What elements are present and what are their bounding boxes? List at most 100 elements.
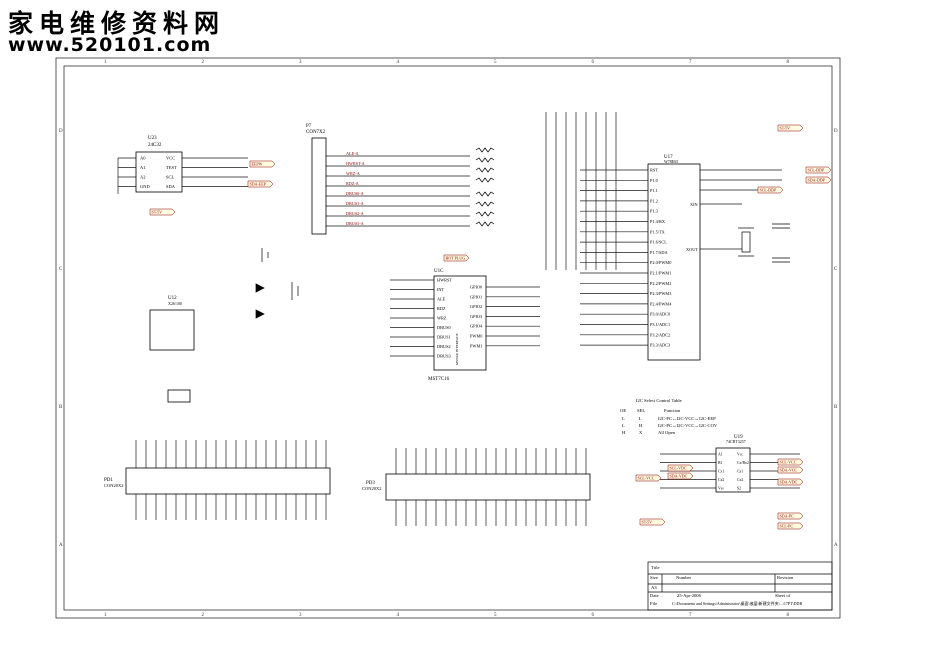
svg-text:SDA-VDC: SDA-VDC xyxy=(780,480,798,485)
i2c-table-oe-1: L xyxy=(622,423,625,428)
net-flag-sdapc-6: SDA-PC xyxy=(777,512,804,520)
u17-pin-p1-2: P1.2 xyxy=(650,198,658,203)
u12-part: X26/100 xyxy=(168,301,182,306)
net-flag-sdaeep-13: SDA-EEP xyxy=(247,180,274,188)
net-flag-sclpc-7: SCL-PC xyxy=(777,522,804,530)
net-flag-sclddp-0: SCL-DDP xyxy=(805,166,832,174)
net-flag-sdaddp-1: SDA-DDP xyxy=(805,176,832,184)
crystal-block xyxy=(738,223,790,263)
resistor-pack-2-r3 xyxy=(475,211,495,217)
grid-col-bottom-6: 6 xyxy=(592,613,595,618)
u17-pin-p2-1-pwm1: P2.1/PWM1 xyxy=(650,271,671,276)
net-flag-sdavd-5: SDA-VDC xyxy=(777,478,804,486)
u17-pin-p1-6-scl: P1.6/SCL xyxy=(650,240,667,245)
net-flag-sdavcc-4: SDA-VCC xyxy=(777,466,804,474)
svg-text:SCL-VDC: SCL-VDC xyxy=(670,466,687,471)
revision-label: Revision xyxy=(777,575,794,580)
net-flag-st5v-10: ST-5V xyxy=(639,518,666,526)
p7-ref: P7 xyxy=(306,124,312,129)
svg-text:SCL-VCC: SCL-VCC xyxy=(638,476,655,481)
net-flag-eepw-12: EEPW xyxy=(249,160,276,168)
u23-pin-scl: SCL xyxy=(166,175,175,180)
i2c-table-sel-2: X xyxy=(639,430,643,435)
svg-text:SCL-PC: SCL-PC xyxy=(780,524,794,529)
u23-pin-vcc: VCC xyxy=(166,156,175,161)
i2c-table-oe-0: L xyxy=(622,416,625,421)
mcu-u17: U17 W78E65 RSTP1.0P1.1P1.2P1.3P1.4/RXP1.… xyxy=(647,155,701,361)
grid-col-7: 7 xyxy=(689,60,692,65)
u23-pin-a2: A2 xyxy=(140,175,146,180)
net-dbus2-a: DBUS2-A xyxy=(346,211,364,216)
grid-col-bottom-1: 1 xyxy=(104,613,107,618)
grid-row-right-A: A xyxy=(834,543,838,548)
resistor-pack-1-r2 xyxy=(475,157,495,163)
u17-pin-p3-2-adc2: P3.2/ADC2 xyxy=(650,332,670,337)
u1c-pin-gpio1: GPIO1 xyxy=(470,294,482,299)
u12-ref: U12 xyxy=(168,296,177,301)
u17-pin-p1-5-tx: P1.5/TX xyxy=(650,229,666,234)
grid-col-6: 6 xyxy=(592,60,595,65)
svg-text:SDA-EEP: SDA-EEP xyxy=(250,182,267,187)
net-rdz-a: RDZ-A xyxy=(346,181,359,186)
u17-pin-p2-3-pwm3: P2.3/PWM3 xyxy=(650,291,671,296)
grid-col-8: 8 xyxy=(787,60,790,65)
net-wrz-a: WRZ-A xyxy=(346,171,360,176)
svg-text:ST-5V: ST-5V xyxy=(642,520,653,525)
u17-pin-p1-7-sda: P1.7/SDA xyxy=(650,250,668,255)
svg-text:HOT PLUG: HOT PLUG xyxy=(446,256,466,261)
file-label: File xyxy=(650,601,657,606)
u1c-pin-hwrst: HWRST xyxy=(437,278,452,283)
net-flag-st5v-9: ST-5V xyxy=(149,208,176,216)
svg-text:SCL-VCC: SCL-VCC xyxy=(780,460,797,465)
u19-pin-l-cx2: Cx2 xyxy=(718,478,724,482)
u19-pin-r-cx-bx2: Cx/Bx2 xyxy=(737,461,749,465)
u19-pin-l-b1: B1 xyxy=(718,461,723,465)
svg-text:SDA-PC: SDA-PC xyxy=(780,514,795,519)
number-label: Number xyxy=(676,575,692,580)
switch-u19: U19 74CBT3257 A1B1Cx1Cx2VssVccCx/Bx2Cx1C… xyxy=(715,435,751,493)
p7-part: CON7X2 xyxy=(306,130,326,135)
grid-row-A: A xyxy=(59,543,63,548)
u1c-pin-gpio3: GPIO3 xyxy=(470,314,482,319)
svg-text:ST-5V: ST-5V xyxy=(152,210,163,215)
u23-pin-gnd: GND xyxy=(140,184,150,189)
net-dbus0-a: DBUS0-A xyxy=(346,191,364,196)
i2c-table-title: I2C Select Control Table xyxy=(636,398,682,403)
grid-col-4: 4 xyxy=(397,60,400,65)
i2c-table-oe-2: H xyxy=(622,430,626,435)
u17-pin-p3-0-adc0: P3.0/ADC0 xyxy=(650,312,670,317)
grid-col-bottom-2: 2 xyxy=(202,613,205,618)
grid-row-B: B xyxy=(59,405,63,410)
u17-pin-xout: XOUT xyxy=(686,247,698,252)
pd3-part: CON20X2 xyxy=(362,486,382,491)
u17-pin-p2-4-pwm4: P2.4/PWM4 xyxy=(650,301,672,306)
u1c-pin-pwm0: PWM0 xyxy=(470,334,482,339)
wiring xyxy=(117,112,800,526)
u17-part: W78E65 xyxy=(664,159,678,164)
resistor-pack-1-r1 xyxy=(475,147,495,153)
pd3-ref: PD3 xyxy=(366,481,375,486)
i2c-table-sel-0: L xyxy=(639,416,642,421)
u1c-pin-dbus0: DBUS0 xyxy=(437,325,451,330)
net-labels: ALE-AHWRST-AWRZ-ARDZ-ADBUS0-ADBUS1-ADBUS… xyxy=(149,124,832,530)
u17-ref: U17 xyxy=(664,155,673,160)
size-label: Size xyxy=(650,575,658,580)
grid-col-bottom-8: 8 xyxy=(787,613,790,618)
u1c-pin-dbus2: DBUS2 xyxy=(437,344,451,349)
svg-text:SDA-DDP: SDA-DDP xyxy=(808,178,826,183)
u1c-pin-pwm1: PWM1 xyxy=(470,343,482,348)
resistor-pack-1-r4 xyxy=(475,177,495,183)
net-flag-sdavd-15: SDA-VDC xyxy=(667,472,694,480)
u23-pin-a1: A1 xyxy=(140,165,146,170)
net-flag-sclvcc-16: SCL-VCC xyxy=(635,474,662,482)
u19-part: 74CBT3257 xyxy=(726,439,746,444)
pd1-ref: PD1 xyxy=(104,478,113,483)
i2c-table-head-function: Function xyxy=(664,408,681,413)
u1c-pin-rdz: RDZ xyxy=(437,306,446,311)
u1c-ref: U1C xyxy=(434,269,444,274)
u1c-pin-gpio0: GPIO0 xyxy=(470,285,482,290)
u17-pin-p1-3: P1.3 xyxy=(650,209,658,214)
u1c-pin-int: INT xyxy=(437,287,445,292)
u19-pin-l-a1: A1 xyxy=(718,453,723,457)
u1c-vlabel: MSTAR INTERFACE xyxy=(455,333,459,365)
